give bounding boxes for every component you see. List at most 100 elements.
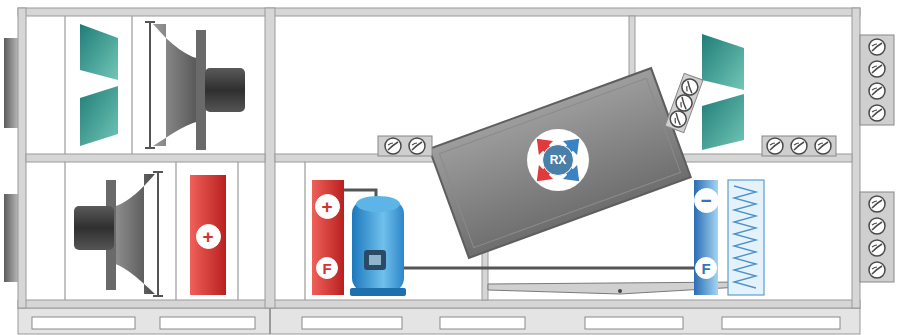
symbol-text: − bbox=[700, 191, 711, 210]
damper-part bbox=[860, 35, 894, 125]
base-frame-part bbox=[32, 317, 135, 329]
compressor-part bbox=[352, 200, 404, 292]
damper-part bbox=[762, 136, 836, 156]
heating-coil-part bbox=[312, 180, 344, 295]
damper-part-part bbox=[674, 93, 695, 114]
supply-fan-part bbox=[145, 21, 155, 23]
rotary-heat-exchanger-part bbox=[530, 132, 587, 189]
droplet-eliminator-part bbox=[734, 186, 756, 288]
heating-coil bbox=[190, 175, 344, 295]
compressor-part bbox=[364, 250, 386, 270]
damper-part bbox=[665, 73, 703, 132]
casing-walls-part bbox=[18, 8, 26, 308]
casing-walls-part bbox=[18, 8, 860, 16]
damper bbox=[378, 35, 894, 282]
drain-pan-part bbox=[618, 289, 622, 293]
heater-symbol: + bbox=[196, 224, 221, 249]
base-frame bbox=[18, 308, 860, 334]
symbol-text: F bbox=[701, 261, 710, 276]
casing-walls-part bbox=[18, 300, 860, 308]
duct-stubs-part bbox=[4, 38, 18, 128]
casing-walls-part bbox=[26, 154, 265, 162]
bag-filter-part bbox=[80, 86, 118, 146]
base-frame-part bbox=[160, 317, 255, 329]
compressor-part bbox=[356, 196, 400, 212]
base-frame-part bbox=[440, 317, 525, 329]
frame-lines-part bbox=[237, 162, 238, 300]
damper-part bbox=[869, 262, 885, 278]
damper-part bbox=[860, 192, 894, 282]
rotary-heat-exchanger-part bbox=[429, 68, 690, 258]
heating-coil-part bbox=[190, 175, 226, 295]
damper-part-part bbox=[668, 109, 689, 130]
return-fan-part bbox=[153, 171, 163, 173]
damper-part bbox=[869, 83, 885, 99]
damper-part bbox=[869, 218, 885, 234]
damper-part bbox=[869, 240, 885, 256]
casing-walls bbox=[18, 8, 860, 308]
damper-part bbox=[869, 105, 885, 121]
casing-walls-part bbox=[852, 8, 860, 308]
return-fan-part bbox=[153, 295, 163, 297]
heater-symbol: + bbox=[315, 194, 340, 219]
cooler-symbol: − bbox=[694, 188, 719, 213]
condenser-symbol: F bbox=[316, 257, 338, 279]
duct-stubs-part bbox=[4, 194, 18, 282]
compressor-part bbox=[350, 288, 406, 296]
rotary-heat-exchanger-part-part bbox=[440, 78, 681, 247]
damper-part bbox=[378, 136, 432, 156]
frame-lines-part bbox=[64, 162, 65, 300]
rotary-heat-exchanger-part-part bbox=[429, 68, 690, 258]
rotary-heat-exchanger-part bbox=[527, 129, 589, 191]
compressor bbox=[350, 196, 406, 296]
supply-fan-part bbox=[145, 147, 155, 149]
droplet-eliminator bbox=[728, 180, 764, 295]
return-fan bbox=[74, 172, 163, 296]
base-frame-part bbox=[302, 317, 402, 329]
damper-part bbox=[869, 39, 885, 55]
supply-fan-part bbox=[149, 22, 151, 148]
rotary-heat-exchanger bbox=[429, 68, 690, 258]
symbol-text: + bbox=[321, 197, 332, 216]
frame-lines-part bbox=[304, 162, 305, 300]
return-fan-part bbox=[74, 206, 114, 250]
damper-part bbox=[869, 61, 885, 77]
supply-fan-part bbox=[205, 68, 245, 112]
cooling-coil-part bbox=[694, 180, 718, 295]
bag-filter-part bbox=[702, 94, 744, 150]
damper-part-part bbox=[665, 73, 703, 132]
duct-stubs bbox=[4, 38, 18, 282]
base-frame-part bbox=[722, 317, 840, 329]
refrigerant-pipes-part bbox=[404, 267, 696, 270]
cooling-coil bbox=[694, 180, 718, 295]
return-fan-part bbox=[157, 172, 159, 296]
rotor-badge: RX bbox=[542, 144, 574, 176]
symbol-text: + bbox=[202, 227, 213, 246]
symbol-text: F bbox=[322, 261, 331, 276]
base-frame-part bbox=[269, 308, 271, 334]
frame-lines-part bbox=[64, 16, 65, 154]
damper-part bbox=[869, 196, 885, 212]
supply-fan-part bbox=[196, 30, 206, 150]
bag-filter-part bbox=[702, 34, 744, 90]
damper-part-part bbox=[680, 77, 701, 98]
bag-filter-part bbox=[80, 24, 118, 80]
symbol-text: RX bbox=[550, 154, 567, 166]
damper-part bbox=[409, 138, 425, 154]
compressor-part bbox=[369, 255, 381, 265]
evaporator-symbol: F bbox=[695, 257, 717, 279]
damper-part bbox=[791, 138, 807, 154]
damper-part bbox=[767, 138, 783, 154]
supply-fan bbox=[145, 22, 245, 150]
droplet-eliminator-part bbox=[728, 180, 764, 295]
damper-part bbox=[815, 138, 831, 154]
casing-walls-part bbox=[265, 8, 275, 308]
base-frame-part bbox=[18, 308, 860, 334]
frame-lines bbox=[65, 16, 305, 300]
frame-lines-part bbox=[175, 162, 176, 300]
base-frame-part bbox=[585, 317, 683, 329]
frame-lines-part bbox=[131, 16, 132, 154]
